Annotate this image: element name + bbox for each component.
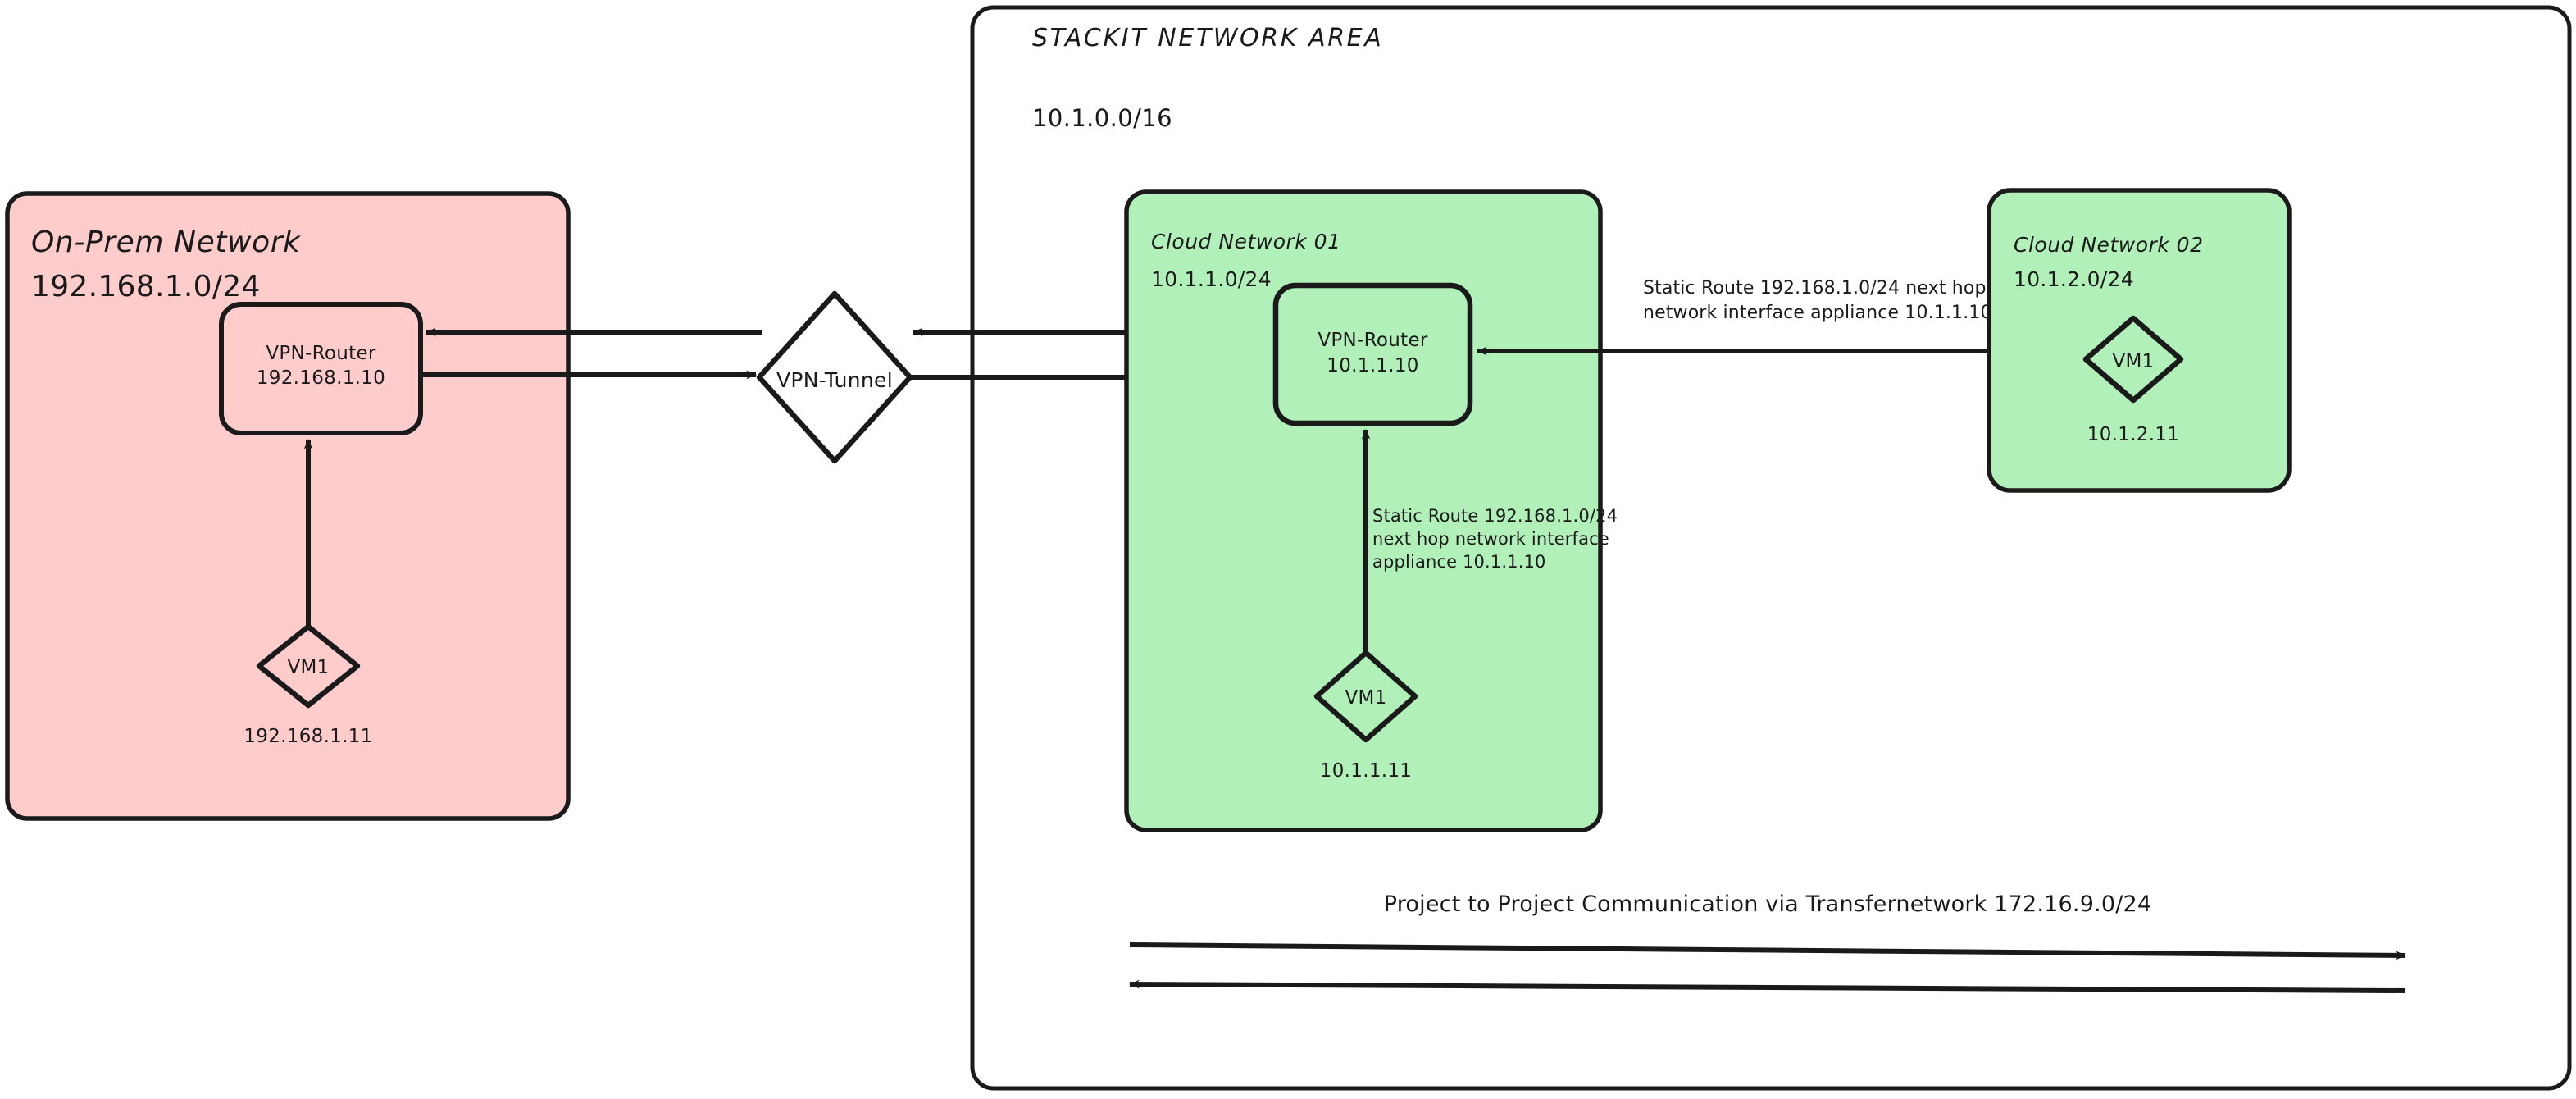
cloud-vpn-router-ip: 10.1.1.10	[1327, 355, 1419, 376]
cloud-network-02-cidr: 10.1.2.0/24	[2014, 267, 2134, 291]
cloud-network-02-vm1-node	[2082, 315, 2184, 404]
cloud-network-01-title: Cloud Network 01	[1151, 230, 1341, 253]
cloud-network-02-vm1-ip: 10.1.2.11	[2087, 424, 2180, 445]
vpn-tunnel-label: VPN-Tunnel	[776, 368, 893, 392]
vpn-tunnel-node	[756, 290, 913, 464]
network-area-cidr: 10.1.0.0/16	[1032, 104, 1172, 132]
onprem-vm1-ip: 192.168.1.11	[243, 726, 373, 747]
transfer-arrow-right	[1129, 942, 2406, 960]
cloud-vpn-router-node	[1272, 282, 1473, 426]
onprem-vm1-label: VM1	[287, 657, 330, 678]
cloud-network-01-static-route-note: Static Route 192.168.1.0/24 next hop net…	[1372, 506, 1618, 572]
cloud-network-02-title: Cloud Network 02	[2014, 233, 2204, 257]
onprem-vpn-router-node	[219, 302, 423, 435]
onprem-network-cidr: 192.168.1.0/24	[31, 270, 261, 303]
cloud-network-02-vm1-label: VM1	[2112, 351, 2155, 372]
transfer-network-label: Project to Project Communication via Tra…	[1383, 892, 2152, 917]
onprem-vm1-node	[256, 623, 361, 709]
onprem-network-region	[5, 191, 571, 821]
onprem-network-title: On-Prem Network	[31, 226, 301, 259]
cloud-network-01-vm1-ip: 10.1.1.11	[1319, 760, 1413, 782]
network-area-title: STACKIT NETWORK AREA	[1032, 24, 1384, 52]
onprem-vpn-router-name: VPN-Router	[266, 343, 376, 364]
cloud-network-02-static-route-note: Static Route 192.168.1.0/24 next hop net…	[1643, 278, 1992, 323]
cloud-vpn-router-name: VPN-Router	[1318, 330, 1428, 351]
transfer-arrow-left	[1129, 979, 2406, 993]
cloud-network-01-vm1-label: VM1	[1345, 687, 1387, 709]
cloud-network-01-vm1-node	[1313, 650, 1418, 743]
cloud-network-01-cidr: 10.1.1.0/24	[1151, 267, 1272, 291]
onprem-vpn-router-ip: 192.168.1.10	[256, 367, 386, 389]
